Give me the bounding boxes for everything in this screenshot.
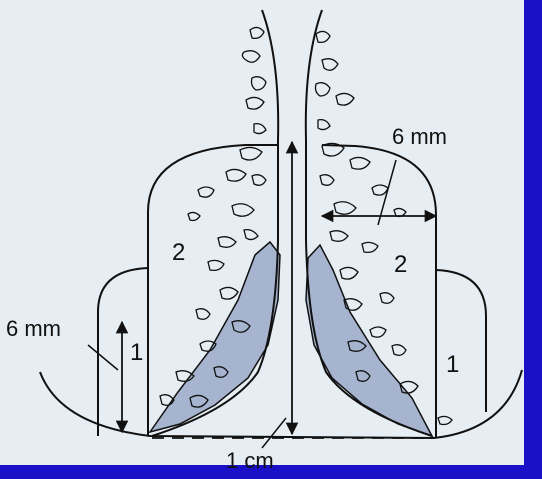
zone-2-left-label: 2 [172,239,185,266]
zone-2-right-label: 2 [394,251,407,278]
six-mm-left-label: 6 mm [6,316,61,341]
zone-1-right-label: 1 [446,351,459,378]
one-cm-label: 1 cm [226,448,274,473]
zone-1-left-label: 1 [130,339,143,366]
paper [0,0,524,465]
six-mm-right-label: 6 mm [392,124,447,149]
